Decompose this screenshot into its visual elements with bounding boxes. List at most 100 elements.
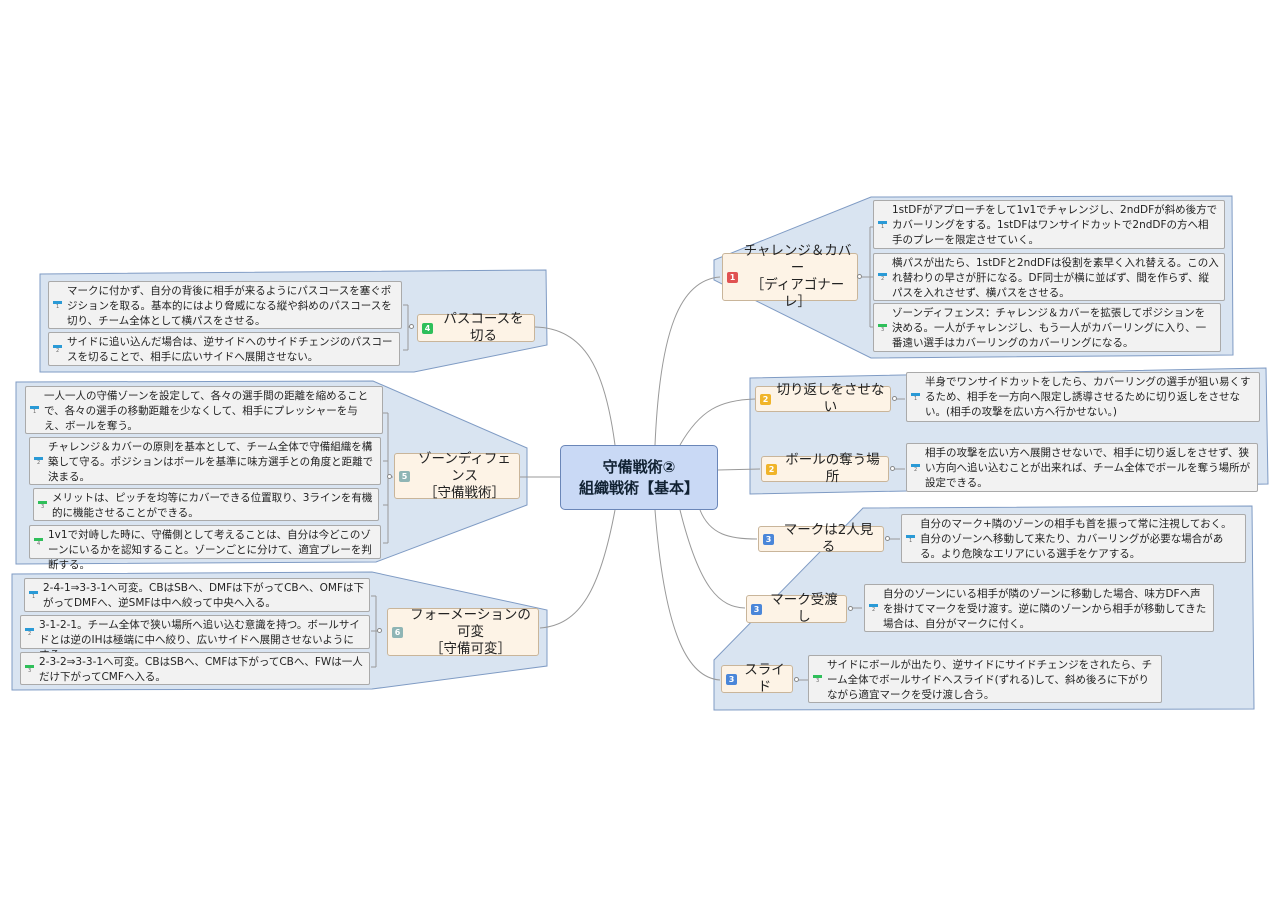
branch-label: マーク受渡し xyxy=(770,592,838,625)
flag-icon: 4 xyxy=(34,538,43,547)
note-b2-1: 1 半身でワンサイドカットをしたら、カバーリングの選手が狙い易くするため、相手を… xyxy=(906,372,1260,422)
branch-label: スライド xyxy=(744,662,785,695)
expand-toggle[interactable] xyxy=(387,474,392,479)
note-b8-3: 3 メリットは、ピッチを均等にカバーできる位置取り、3ラインを有機的に機能させる… xyxy=(33,488,379,521)
note-text: メリットは、ピッチを均等にカバーできる位置取り、3ラインを有機的に機能させること… xyxy=(52,492,373,519)
branch-mark-handover[interactable]: 3 マーク受渡し xyxy=(746,592,847,625)
branch-label-line1: フォーメーションの可変 xyxy=(410,606,531,640)
flag-icon: 3 xyxy=(38,500,47,509)
branch-label-line2: ［守備戦術］ xyxy=(424,484,505,501)
link-root-b7 xyxy=(534,326,616,446)
branch-label-line2: ［ディアゴナーレ］ xyxy=(750,277,845,310)
numbered-square-icon: 4 xyxy=(422,322,433,334)
numbered-square-icon: 5 xyxy=(399,470,410,482)
root-title-line2: 組織戦術【基本】 xyxy=(578,478,699,497)
branch-no-cutback[interactable]: 2 切り返しをさせない xyxy=(755,382,891,415)
numbered-square-icon: 6 xyxy=(392,626,403,638)
note-b1-2: 2 横パスが出たら、1stDFと2ndDFは役割を素早く入れ替える。この入れ替わ… xyxy=(873,253,1225,301)
expand-toggle[interactable] xyxy=(885,536,890,541)
expand-toggle[interactable] xyxy=(857,274,862,279)
branch-label-line1: チャレンジ＆カバー xyxy=(743,243,852,276)
note-text: サイドに追い込んだ場合は、逆サイドへのサイドチェンジのパスコースを切ることで、相… xyxy=(67,336,393,363)
branch-watch-two-marks[interactable]: 3 マークは2人見る xyxy=(758,522,884,555)
link-root-b9 xyxy=(539,509,616,629)
note-text: 2-3-2⇒3-3-1へ可変。CBはSBへ、CMFは下がってCBへ、FWは一人だ… xyxy=(39,656,363,683)
link-root-b3 xyxy=(717,468,761,471)
expand-toggle[interactable] xyxy=(890,466,895,471)
note-text: サイドにボールが出たり、逆サイドにサイドチェンジをされたら、チーム全体でボールサ… xyxy=(827,659,1153,701)
note-text: 相手の攻撃を広い方へ展開させないで、相手に切り返しをさせず、狭い方向へ追い込むこ… xyxy=(925,447,1251,489)
numbered-square-icon: 3 xyxy=(726,673,737,685)
numbered-square-icon: 1 xyxy=(727,271,738,283)
note-b6-1: 3 サイドにボールが出たり、逆サイドにサイドチェンジをされたら、チーム全体でボー… xyxy=(808,655,1162,703)
flag-icon: 1 xyxy=(878,220,887,229)
flag-icon: 2 xyxy=(25,628,34,637)
link-root-b5 xyxy=(679,509,746,609)
branch-formation-change[interactable]: 6 フォーメーションの可変 ［守備可変］ xyxy=(387,606,539,657)
link-root-b4 xyxy=(699,509,758,540)
flag-icon: 2 xyxy=(911,463,920,472)
branch-challenge-cover[interactable]: 1 チャレンジ＆カバー ［ディアゴナーレ］ xyxy=(722,243,858,310)
note-b9-2: 2 3-1-2-1。チーム全体で狭い場所へ追い込む意識を持つ。ボールサイドとは逆… xyxy=(20,615,370,661)
branch-ball-win-area[interactable]: 2 ボールの奪う場所 xyxy=(761,452,889,485)
branch-label: 切り返しをさせない xyxy=(776,382,885,415)
flag-icon: 1 xyxy=(29,591,38,600)
note-b1-1: 1 1stDFがアプローチをして1v1でチャレンジし、2ndDFが斜め後方でカバ… xyxy=(873,200,1225,249)
flag-icon: 3 xyxy=(25,664,34,673)
branch-label-line2: ［守備可変］ xyxy=(430,640,511,657)
flag-icon: 2 xyxy=(53,345,62,354)
note-text: 自分のゾーンにいる相手が隣のゾーンに移動した場合、味方DFへ声を掛けてマークを受… xyxy=(883,588,1207,630)
note-text: 自分のマーク+隣のゾーンの相手も首を振って常に注視しておく。自分のゾーンへ移動し… xyxy=(920,518,1232,560)
link-root-b2 xyxy=(679,398,756,446)
root-topic[interactable]: 守備戦術② 組織戦術【基本】 xyxy=(560,445,718,510)
link-root-b1 xyxy=(654,276,721,446)
note-text: 一人一人の守備ゾーンを設定して、各々の選手間の距離を縮めることで、各々の選手の移… xyxy=(44,390,369,432)
note-b9-1: 1 2-4-1⇒3-3-1へ可変。CBはSBへ、DMFは下がってCBへ、OMFは… xyxy=(24,578,370,612)
branch-label: マークは2人見る xyxy=(783,522,874,555)
flag-icon: 2 xyxy=(869,604,878,613)
numbered-square-icon: 3 xyxy=(751,603,762,615)
note-text: 1stDFがアプローチをして1v1でチャレンジし、2ndDFが斜め後方でカバーリ… xyxy=(892,204,1218,246)
expand-toggle[interactable] xyxy=(892,396,897,401)
numbered-square-icon: 2 xyxy=(766,463,777,475)
flag-icon: 3 xyxy=(813,675,822,684)
expand-toggle[interactable] xyxy=(794,677,799,682)
note-text: 横パスが出たら、1stDFと2ndDFは役割を素早く入れ替える。この入れ替わりの… xyxy=(892,257,1219,299)
note-b5-1: 2 自分のゾーンにいる相手が隣のゾーンに移動した場合、味方DFへ声を掛けてマーク… xyxy=(864,584,1214,632)
note-text: ゾーンディフェンス：チャレンジ＆カバーを拡張してポジションを決める。一人がチャレ… xyxy=(892,307,1207,349)
flag-icon: 2 xyxy=(878,273,887,282)
numbered-square-icon: 2 xyxy=(760,393,771,405)
branch-label: ボールの奪う場所 xyxy=(785,452,880,485)
note-b8-1: 1 一人一人の守備ゾーンを設定して、各々の選手間の距離を縮めることで、各々の選手… xyxy=(25,386,383,434)
flag-icon: 1 xyxy=(906,534,915,543)
branch-cut-pass-course[interactable]: 4 パスコースを切る xyxy=(417,311,535,344)
flag-icon: 2 xyxy=(34,457,43,466)
expand-toggle[interactable] xyxy=(377,628,382,633)
note-b4-1: 1 自分のマーク+隣のゾーンの相手も首を振って常に注視しておく。自分のゾーンへ移… xyxy=(901,514,1246,563)
note-b1-3: 3 ゾーンディフェンス：チャレンジ＆カバーを拡張してポジションを決める。一人がチ… xyxy=(873,303,1221,352)
expand-toggle[interactable] xyxy=(409,324,414,329)
flag-icon: 1 xyxy=(30,406,39,415)
branch-slide[interactable]: 3 スライド xyxy=(721,662,793,695)
flag-icon: 1 xyxy=(53,301,62,310)
note-text: チャレンジ＆カバーの原則を基本として、チーム全体で守備組織を構築して守る。ポジシ… xyxy=(48,441,374,483)
note-text: マークに付かず、自分の背後に相手が来るようにパスコースを塞ぐポジションを取る。基… xyxy=(67,285,392,327)
note-text: 半身でワンサイドカットをしたら、カバーリングの選手が狙い易くするため、相手を一方… xyxy=(925,376,1251,418)
note-b7-1: 1 マークに付かず、自分の背後に相手が来るようにパスコースを塞ぐポジションを取る… xyxy=(48,281,402,329)
note-b3-1: 2 相手の攻撃を広い方へ展開させないで、相手に切り返しをさせず、狭い方向へ追い込… xyxy=(906,443,1258,492)
branch-label: パスコースを切る xyxy=(443,311,524,344)
link-root-b6 xyxy=(654,509,721,681)
note-b8-2: 2 チャレンジ＆カバーの原則を基本として、チーム全体で守備組織を構築して守る。ポ… xyxy=(29,437,381,485)
flag-icon: 3 xyxy=(878,323,887,332)
note-text: 2-4-1⇒3-3-1へ可変。CBはSBへ、DMFは下がってCBへ、OMFは下が… xyxy=(43,582,364,609)
branch-zone-defense[interactable]: 5 ゾーンディフェンス ［守備戦術］ xyxy=(394,450,520,501)
branch-label-line1: ゾーンディフェンス xyxy=(418,450,511,484)
note-b8-4: 4 1v1で対峙した時に、守備側として考えることは、自分は今どこのゾーンにいるか… xyxy=(29,525,381,571)
flag-icon: 1 xyxy=(911,393,920,402)
expand-toggle[interactable] xyxy=(848,606,853,611)
note-b7-2: 2 サイドに追い込んだ場合は、逆サイドへのサイドチェンジのパスコースを切ることで… xyxy=(48,332,400,366)
root-title-line1: 守備戦術② xyxy=(602,457,676,476)
note-b9-3: 3 2-3-2⇒3-3-1へ可変。CBはSBへ、CMFは下がってCBへ、FWは一… xyxy=(20,652,370,685)
numbered-square-icon: 3 xyxy=(763,533,774,545)
note-text: 1v1で対峙した時に、守備側として考えることは、自分は今どこのゾーンにいるかを認… xyxy=(48,529,372,571)
